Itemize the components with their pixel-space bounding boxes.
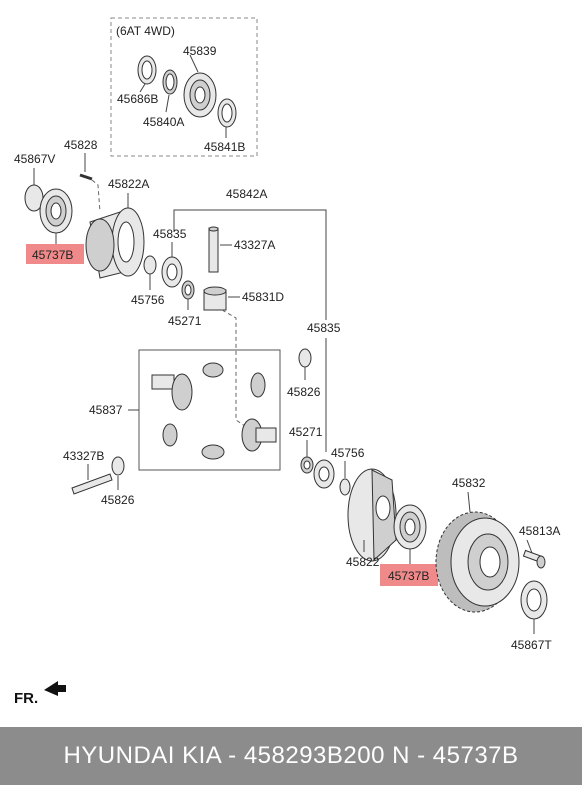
- highlight-45737B-top: [26, 244, 84, 264]
- label-45840A: 45840A: [143, 115, 184, 129]
- ring-45271-right: [300, 456, 314, 474]
- washer-45835-right: [313, 459, 335, 489]
- bearing-45737B-bottom: [393, 504, 427, 550]
- label-45835-right: 45835: [307, 321, 341, 335]
- washer-45826-right: [298, 348, 312, 368]
- part-number-footer: HYUNDAI KIA - 458293B200 N - 45737B: [0, 727, 582, 785]
- label-45756-right: 45756: [331, 446, 365, 460]
- label-45842A: 45842A: [226, 187, 267, 201]
- bearing-45839: [183, 72, 217, 118]
- shaft-43327B: [71, 473, 113, 495]
- side-gear-right: [241, 418, 277, 452]
- shim-45867T: [520, 580, 548, 620]
- bearing-45737B-top: [39, 188, 73, 234]
- ring-gear-45832: [435, 511, 520, 613]
- seal-45841B: [217, 98, 237, 128]
- ring-45271-top: [181, 280, 195, 300]
- label-45841B: 45841B: [204, 140, 245, 154]
- label-45737B-top: 45737B: [32, 248, 73, 262]
- washer-45756-right: [339, 478, 351, 496]
- washer-45826-left: [111, 456, 125, 476]
- highlight-45737B-bottom: [380, 564, 438, 586]
- pin-45828: [79, 173, 93, 181]
- label-45756-top: 45756: [131, 293, 165, 307]
- spider-45831D: [203, 286, 227, 311]
- seal-45686B: [137, 55, 157, 85]
- label-45826-left: 45826: [101, 493, 135, 507]
- washer-45756-top: [143, 255, 157, 275]
- pinion-gear-right: [250, 372, 266, 398]
- label-45822: 45822: [346, 555, 380, 569]
- label-45867V: 45867V: [14, 152, 55, 166]
- label-45828: 45828: [64, 138, 98, 152]
- exploded-parts-diagram: (6AT 4WD) 45839 45686B 45840A 45841B 458…: [14, 17, 560, 696]
- variant-label: (6AT 4WD): [116, 24, 175, 38]
- pinion-gear-top: [202, 362, 224, 378]
- washer-45835-top: [161, 256, 183, 288]
- pinion-gear-left: [162, 423, 178, 447]
- shaft-43327A: [208, 226, 219, 273]
- label-45826-right: 45826: [287, 385, 321, 399]
- label-45835-top: 45835: [153, 227, 187, 241]
- label-43327B: 43327B: [63, 449, 104, 463]
- label-45271-right: 45271: [289, 425, 323, 439]
- bolt-45813A: [522, 549, 546, 569]
- front-direction-arrow-icon: [44, 681, 66, 696]
- label-45737B-bottom: 45737B: [388, 569, 429, 583]
- oring-45840A: [162, 69, 178, 95]
- variant-inset-box: [110, 17, 258, 157]
- diff-case-45822: [347, 468, 397, 562]
- label-45831D: 45831D: [242, 290, 284, 304]
- diff-case-45822A: [85, 207, 145, 279]
- label-45839: 45839: [183, 44, 217, 58]
- label-45271-top: 45271: [168, 314, 202, 328]
- label-45686B: 45686B: [117, 92, 158, 106]
- side-gear-left: [151, 373, 193, 411]
- label-45822A: 45822A: [108, 177, 149, 191]
- label-45832: 45832: [452, 476, 486, 490]
- pinion-gear-bottom: [201, 444, 225, 460]
- label-45837: 45837: [89, 403, 123, 417]
- front-direction-label: FR.: [14, 690, 39, 707]
- label-45813A: 45813A: [519, 524, 560, 538]
- label-43327A: 43327A: [234, 238, 275, 252]
- label-45867T: 45867T: [511, 638, 552, 652]
